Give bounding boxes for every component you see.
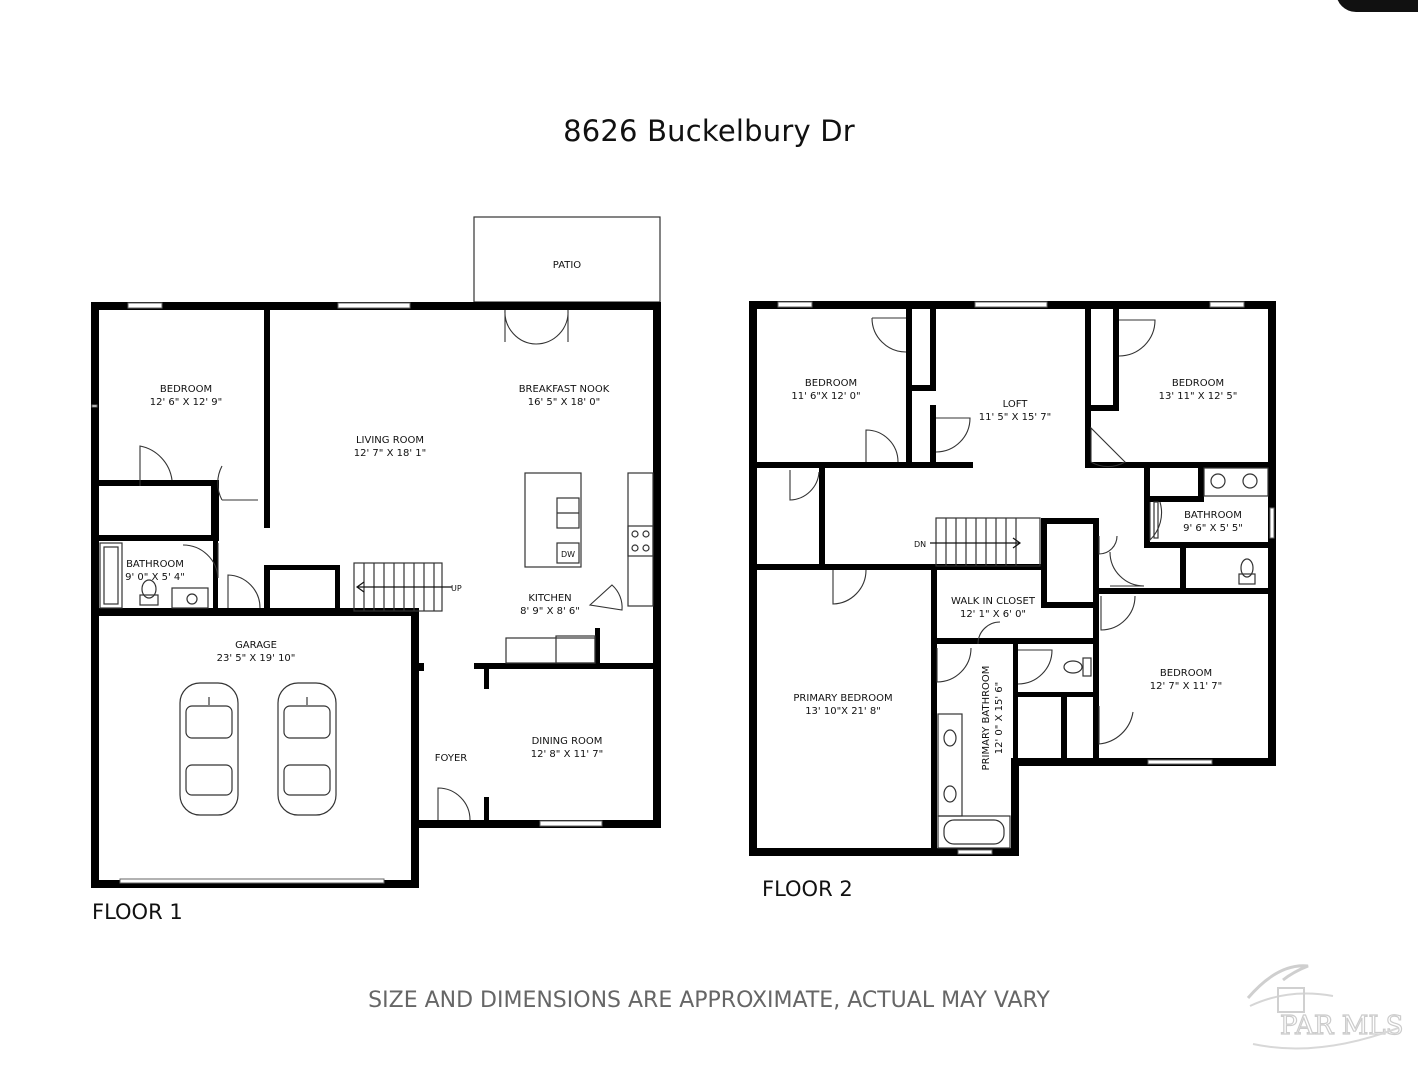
room-dims: 12' 8" X 11' 7": [531, 749, 603, 760]
room-dims: 9' 0" X 5' 4": [125, 572, 185, 583]
room-dims: 13' 11" X 12' 5": [1159, 391, 1238, 402]
room-dims: 12' 7" X 18' 1": [354, 448, 426, 459]
room-dims: 11' 5" X 15' 7": [979, 412, 1051, 423]
room-name: BATHROOM: [126, 559, 184, 570]
bathtub-icon: [99, 542, 123, 609]
foyer-label: FOYER: [435, 753, 468, 764]
room-name: BEDROOM: [805, 378, 857, 389]
room-name: BATHROOM: [1184, 510, 1242, 521]
room-dims: 12' 6" X 12' 9": [150, 397, 222, 408]
room-name: LOFT: [1003, 399, 1029, 410]
room-dims: 11' 6"X 12' 0": [791, 391, 860, 402]
stairs-down-label: DN: [914, 540, 926, 549]
room-dims: 12' 1" X 6' 0": [960, 609, 1026, 620]
corner-tab: [1336, 0, 1418, 12]
room-name: KITCHEN: [528, 593, 571, 604]
room-dims: 16' 5" X 18' 0": [528, 397, 600, 408]
floor-2-label: FLOOR 2: [762, 877, 853, 901]
disclaimer-text: SIZE AND DIMENSIONS ARE APPROXIMATE, ACT…: [368, 988, 1050, 1013]
stove-icon: [627, 525, 654, 557]
page-title: 8626 Buckelbury Dr: [563, 114, 855, 148]
room-name: PRIMARY BATHROOM: [981, 666, 992, 771]
room-dims: 9' 6" X 5' 5": [1183, 523, 1243, 534]
room-dims: 12' 0" X 15' 6": [994, 682, 1005, 754]
bathtub-icon: [937, 815, 1011, 849]
room-dims: 13' 10"X 21' 8": [805, 706, 881, 717]
room-dims: 12' 7" X 11' 7": [1150, 681, 1222, 692]
room-name: GARAGE: [235, 640, 277, 651]
room-name: BEDROOM: [1172, 378, 1224, 389]
kitchen-island: [524, 472, 582, 568]
sink-icon: [171, 587, 209, 609]
car-icon: [277, 682, 337, 816]
floor-1-stairs: [353, 562, 452, 612]
room-name: BEDROOM: [160, 384, 212, 395]
room-dims: 23' 5" X 19' 10": [217, 653, 296, 664]
floor-1-label: FLOOR 1: [92, 900, 183, 924]
room-name: BREAKFAST NOOK: [519, 384, 610, 395]
room-name: WALK IN CLOSET: [951, 596, 1036, 607]
dishwasher-label: DW: [561, 550, 575, 559]
mls-watermark-logo: PAR MLS: [1246, 964, 1404, 1050]
room-name: LIVING ROOM: [356, 435, 424, 446]
stairs-up-label: UP: [451, 584, 462, 593]
floor-2-stairs: [930, 517, 1041, 567]
floor-1-plan: BEDROOM 12' 6" X 12' 9" LIVING ROOM 12' …: [91, 216, 661, 888]
room-name: PRIMARY BEDROOM: [793, 693, 892, 704]
car-icon: [179, 682, 239, 816]
floor-2-plan: BEDROOM 11' 6"X 12' 0" LOFT 11' 5" X 15'…: [749, 301, 1276, 856]
patio-label: PATIO: [553, 260, 582, 271]
room-name: DINING ROOM: [532, 736, 603, 747]
watermark-text: PAR MLS: [1280, 1011, 1403, 1041]
room-name: BEDROOM: [1160, 668, 1212, 679]
room-dims: 8' 9" X 8' 6": [520, 606, 580, 617]
toilet-icon: [139, 594, 159, 606]
toilet-icon: [1082, 657, 1092, 677]
